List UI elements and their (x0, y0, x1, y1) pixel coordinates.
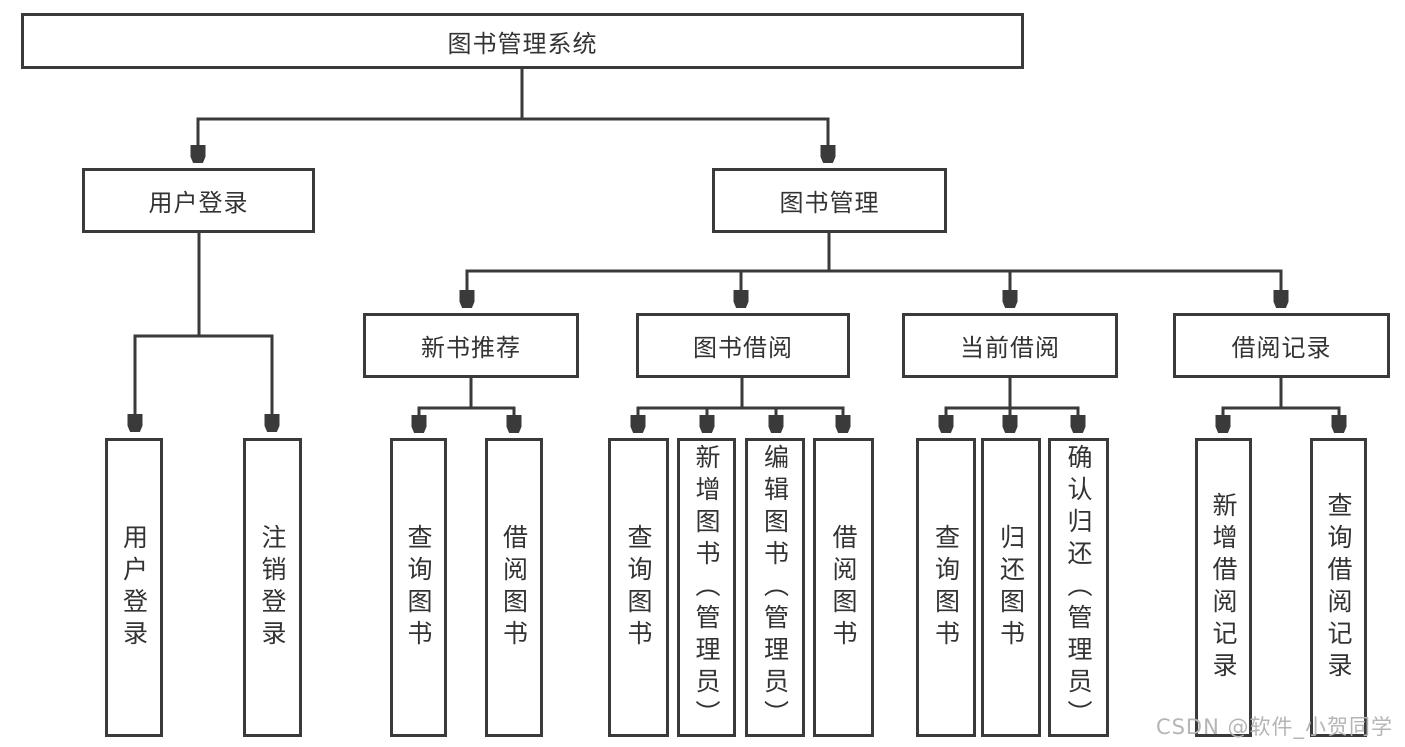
connector-root-to-level2 (197, 69, 830, 163)
connector-borrow-to-leaves (637, 378, 845, 433)
leaf-query-borrow-record: 查询借阅记录 (1310, 438, 1367, 737)
node-book-management: 图书管理 (712, 168, 947, 233)
leaf-label: 新增借阅记录 (1209, 491, 1238, 684)
leaf-label: 查询图书 (404, 523, 433, 652)
connector-records-to-leaves (1222, 378, 1341, 433)
node-new-book-recommend: 新书推荐 (363, 313, 579, 378)
node-label: 借阅记录 (1231, 334, 1332, 362)
leaf-label: 查询借阅记录 (1324, 491, 1353, 684)
leaf-label: 编辑图书（管理员） (760, 443, 790, 732)
leaf-return-books: 归还图书 (981, 438, 1041, 737)
node-label: 图书管理 (779, 189, 880, 217)
leaf-borrow-books: 借阅图书 (813, 438, 874, 737)
leaf-label: 归还图书 (996, 523, 1026, 652)
node-book-borrowing: 图书借阅 (636, 313, 850, 378)
node-label: 新书推荐 (421, 334, 521, 362)
leaf-label: 新增图书（管理员） (692, 443, 721, 732)
node-label: 图书管理系统 (447, 29, 598, 58)
connector-userlogin-to-leaves (134, 233, 274, 432)
leaf-confirm-return-admin: 确认归还（管理员） (1048, 438, 1109, 737)
node-current-borrowing: 当前借阅 (902, 313, 1118, 378)
leaf-logout: 注销登录 (243, 438, 302, 737)
connector-recommend-to-leaves (418, 378, 516, 433)
leaf-label: 查询图书 (931, 523, 961, 652)
node-label: 当前借阅 (960, 334, 1060, 362)
node-borrowing-records: 借阅记录 (1173, 313, 1390, 378)
leaf-label: 注销登录 (258, 523, 287, 652)
leaf-label: 借阅图书 (829, 523, 858, 652)
node-library-management-system: 图书管理系统 (21, 13, 1024, 69)
node-user-login: 用户登录 (82, 168, 315, 233)
leaf-label: 用户登录 (119, 523, 149, 652)
leaf-label: 确认归还（管理员） (1064, 443, 1093, 732)
node-label: 图书借阅 (693, 334, 793, 362)
leaf-edit-books-admin: 编辑图书（管理员） (745, 438, 805, 737)
node-label: 用户登录 (148, 189, 249, 217)
connector-bookmgmt-to-level3 (466, 233, 1283, 308)
leaf-borrow-books-recommend: 借阅图书 (485, 438, 543, 737)
leaf-query-books-current: 查询图书 (916, 438, 976, 737)
connector-current-to-leaves (945, 378, 1080, 433)
leaf-add-borrow-record: 新增借阅记录 (1195, 438, 1252, 737)
leaf-label: 查询图书 (624, 523, 653, 652)
csdn-watermark: CSDN @软件_小贺同学 (1155, 715, 1393, 739)
leaf-query-books-borrow: 查询图书 (608, 438, 669, 737)
leaf-query-books-recommend: 查询图书 (390, 438, 447, 737)
leaf-label: 借阅图书 (499, 523, 529, 652)
leaf-add-books-admin: 新增图书（管理员） (677, 438, 736, 737)
leaf-user-login: 用户登录 (105, 438, 163, 737)
